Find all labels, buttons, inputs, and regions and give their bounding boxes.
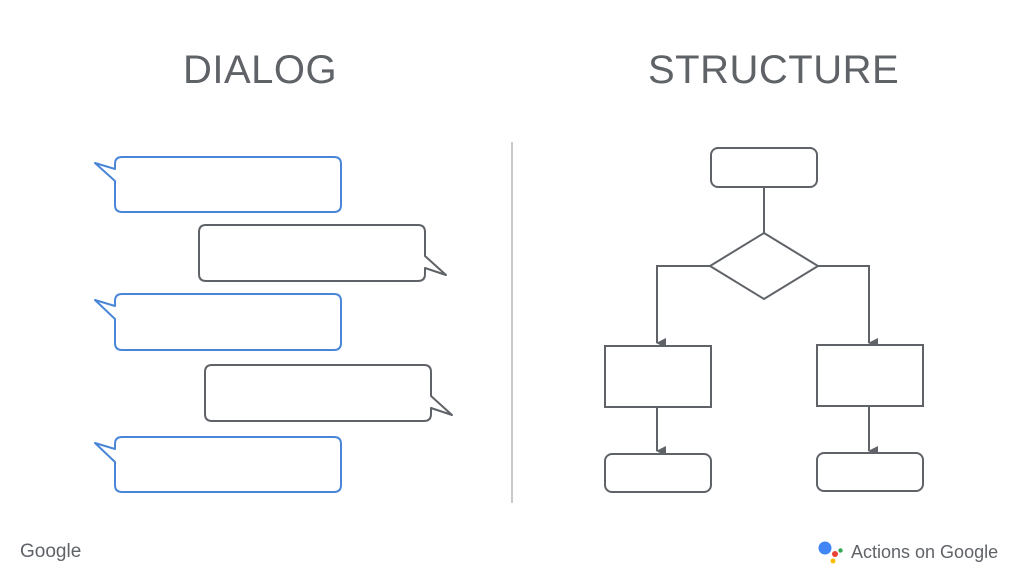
flowchart-end-node-right [816, 452, 924, 492]
dialog-bubbles [94, 156, 453, 493]
user-speech-bubble [94, 436, 342, 493]
flowchart-decision-diamond [708, 231, 820, 301]
actions-on-google-logo: Actions on Google [818, 540, 998, 564]
actions-on-google-label: Actions on Google [851, 541, 999, 562]
flowchart-branch-left-arrow [656, 265, 710, 348]
flowchart-start-node [710, 147, 818, 188]
assistant-speech-bubble [204, 364, 453, 422]
flowchart-branch-right-arrow [818, 265, 878, 348]
user-speech-bubble [94, 156, 342, 213]
structure-title: STRUCTURE [648, 48, 900, 92]
google-logo: Google [20, 541, 82, 562]
flowchart-process-node-left [604, 345, 712, 408]
flowchart-end-node-left [604, 453, 712, 493]
flowchart-process-node-right [816, 344, 924, 407]
user-speech-bubble [94, 293, 342, 351]
assistant-speech-bubble [198, 224, 447, 282]
google-assistant-icon [818, 541, 843, 564]
dialog-title: DIALOG [183, 48, 338, 92]
flowchart [604, 147, 924, 493]
